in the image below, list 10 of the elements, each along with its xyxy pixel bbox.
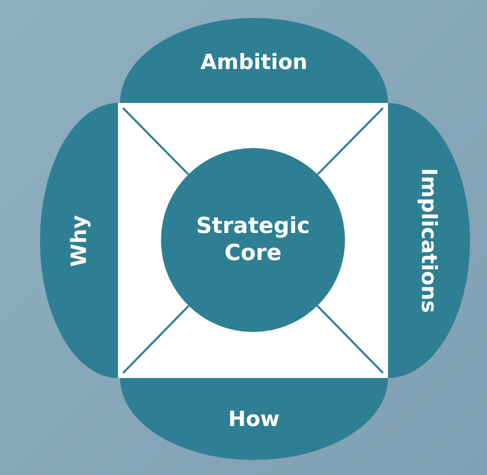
node-label: Implications xyxy=(416,168,442,313)
diagonal-line xyxy=(316,305,384,374)
node-label: How xyxy=(228,406,280,432)
diagonal-line xyxy=(316,107,384,176)
node-label: Ambition xyxy=(200,49,308,76)
center-square xyxy=(118,103,388,378)
node-label: Strategic Core xyxy=(195,212,311,268)
diagonal-line xyxy=(122,107,190,176)
diagonal-line xyxy=(122,305,190,374)
node-label: Why xyxy=(66,214,92,266)
